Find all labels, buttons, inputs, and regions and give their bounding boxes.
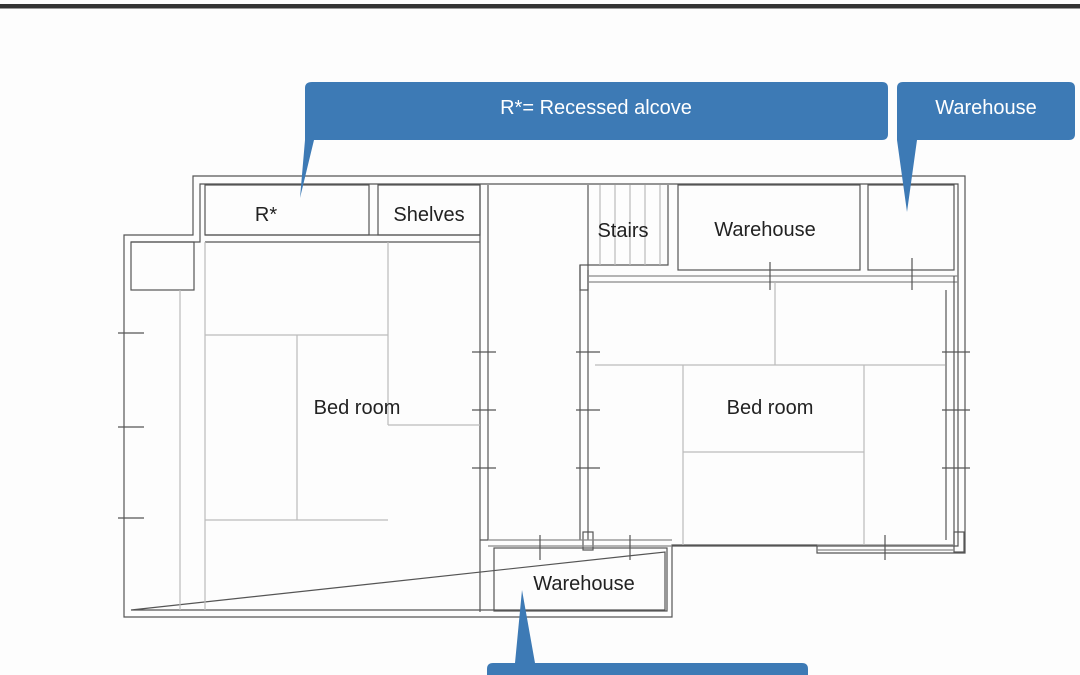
callout-alcove-text: R*= Recessed alcove <box>500 97 692 119</box>
callout-alcove: R*= Recessed alcove <box>300 82 888 198</box>
room-label-warehouse-lower: Warehouse <box>533 573 635 595</box>
room-label-stairs: Stairs <box>597 220 648 242</box>
callout-warehouse-top-text: Warehouse <box>935 97 1037 119</box>
room-label-shelves: Shelves <box>393 204 464 226</box>
outer-wall <box>123 175 966 618</box>
callout-warehouse-bottom <box>487 590 808 675</box>
window-top-border <box>0 4 1080 9</box>
walls <box>118 175 970 618</box>
room-label-bedroom-left: Bed room <box>314 397 401 419</box>
callout-warehouse-top: Warehouse <box>897 82 1075 212</box>
room-label-bedroom-right: Bed room <box>727 397 814 419</box>
room-label-warehouse-upper: Warehouse <box>714 219 816 241</box>
room-label-alcove: R* <box>255 204 277 226</box>
